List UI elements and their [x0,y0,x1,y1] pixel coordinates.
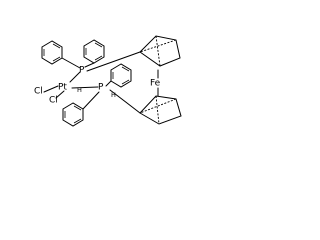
fe-label: Fe [150,79,161,89]
bond-pt-cl-lower [55,90,65,99]
bond-p-cp-upper [86,51,141,72]
pt-cl-bonds [43,85,65,99]
p-upper-label: P [79,66,85,76]
bond-p-cp-lower [109,89,141,114]
h-lower-label: H [111,91,116,99]
cp-ring-lower [139,95,182,125]
phenyl-upper-right [83,39,105,68]
pt-label: Pt [58,83,67,93]
bond-pt-p-upper [69,71,81,83]
bond-pt-p-lower [71,86,99,89]
phenyl-lower-left [62,91,100,127]
cl-left-label: Cl [34,87,43,97]
p-lower-label: P [98,83,104,93]
h-upper-label: H [77,86,82,94]
phenyl-upper-left [41,40,81,69]
molecule-structure: Fe Pt P P Cl Cl H H [34,35,182,127]
bond-pt-cl-left [43,85,59,93]
pt-p-bonds [69,71,99,89]
phenyl-lower-right [105,63,132,88]
cp-ring-upper [139,35,181,67]
cl-lower-label: Cl [49,96,58,106]
